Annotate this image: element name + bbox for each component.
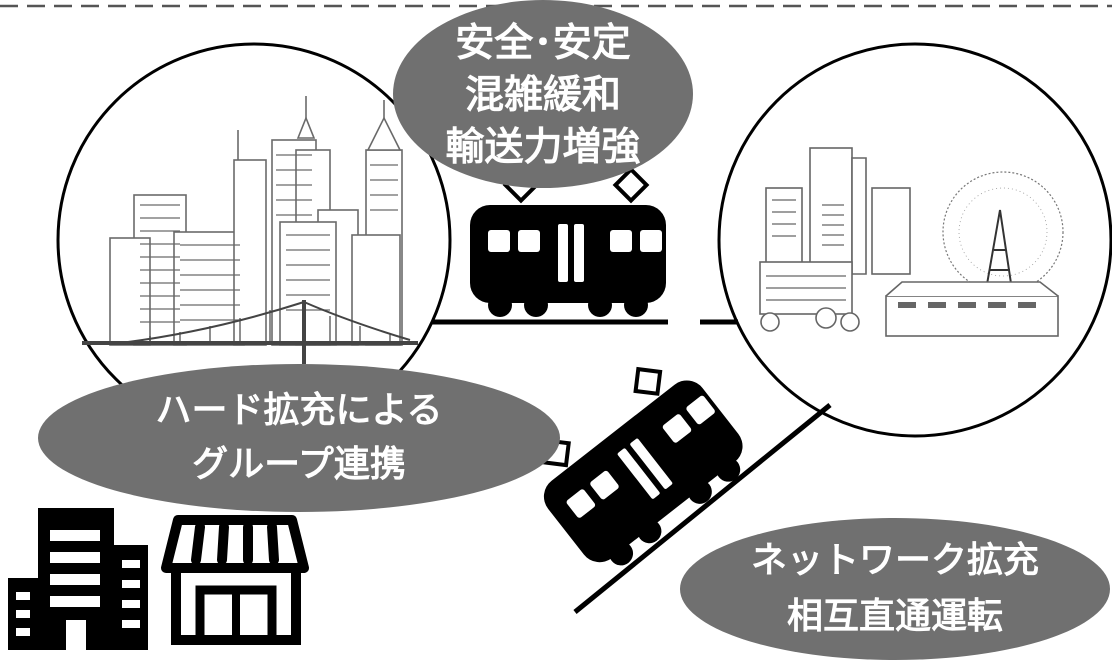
left-city-circle — [56, 42, 452, 438]
train-icon — [470, 166, 666, 317]
label-line: グループ連携 — [192, 444, 406, 485]
label-line: 混雑緩和 — [464, 73, 621, 118]
train-icon — [541, 366, 743, 566]
right-city-circle — [717, 42, 1112, 438]
label-line: ネットワーク拡充 — [750, 540, 1039, 581]
label-line: ハード拡充による — [155, 390, 443, 431]
waterfront-city-icon — [759, 147, 1064, 337]
office-building-icon — [8, 508, 148, 650]
label-line: 輸送力増強 — [445, 125, 641, 170]
label-line: 安全･安定 — [455, 21, 631, 66]
benefit-label-network: ネットワーク拡充 相互直通運転 — [680, 518, 1110, 660]
track-line-diagonal — [573, 403, 832, 614]
bridge-icon — [82, 300, 418, 364]
city-skyline-icon — [109, 96, 403, 346]
benefit-label-safety: 安全･安定 混雑緩和 輸送力増強 — [393, 0, 693, 188]
storefront-icon — [161, 515, 309, 645]
label-line: 相互直通運転 — [786, 596, 1003, 637]
benefit-label-group: ハード拡充による グループ連携 — [38, 364, 560, 512]
